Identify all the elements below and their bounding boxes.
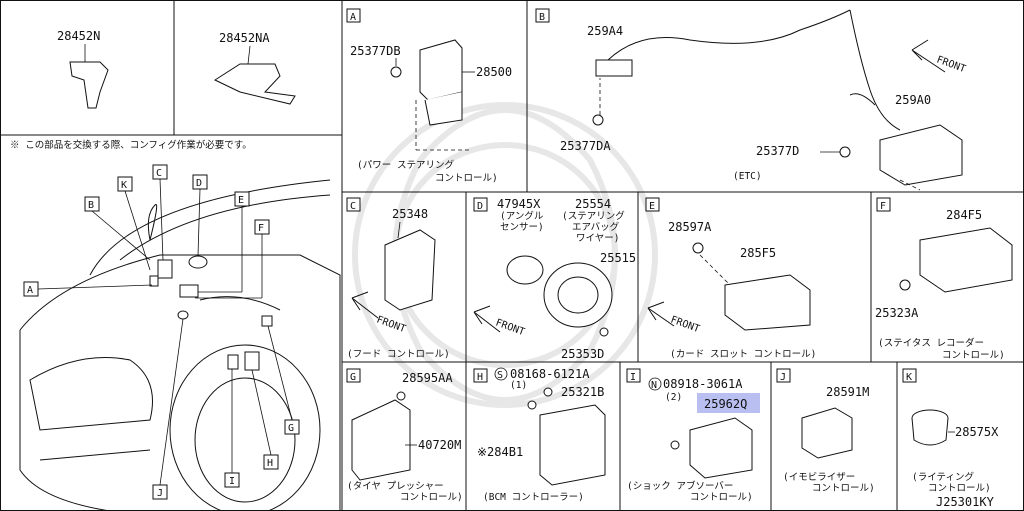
config-note: ※ この部品を交換する際、コンフィグ作業が必要です。 — [10, 139, 252, 151]
svg-text:28500: 28500 — [476, 65, 512, 79]
svg-text:F: F — [880, 201, 886, 212]
svg-text:25962Q: 25962Q — [704, 397, 747, 411]
svg-text:D: D — [477, 201, 483, 212]
svg-text:FRONT: FRONT — [935, 54, 967, 75]
svg-text:(パワー ステアリング: (パワー ステアリング — [357, 159, 454, 171]
svg-text:(カード スロット コントロール): (カード スロット コントロール) — [670, 349, 816, 360]
svg-text:28575X: 28575X — [955, 425, 999, 439]
svg-text:(フード コントロール): (フード コントロール) — [347, 349, 450, 360]
svg-text:(ETC): (ETC) — [733, 171, 762, 182]
svg-text:B: B — [539, 12, 545, 23]
car-callouts: A B C D E F G H I J K — [23, 164, 300, 500]
svg-text:コントロール): コントロール) — [400, 492, 463, 503]
highlight-box — [697, 393, 760, 413]
svg-text:センサー): センサー) — [500, 222, 544, 233]
part-number: 28452N — [57, 29, 100, 43]
svg-text:コントロール): コントロール) — [942, 350, 1005, 361]
svg-text:28591M: 28591M — [826, 385, 869, 399]
svg-text:ワイヤー): ワイヤー) — [576, 233, 619, 244]
panel-28452n: 28452N — [57, 29, 109, 109]
callout-d: D — [196, 178, 202, 189]
svg-text:47945X: 47945X — [497, 197, 541, 211]
svg-text:(BCM コントローラー): (BCM コントローラー) — [483, 492, 584, 503]
panel-b: B 259A4 259A0 25377DA 25377D FRONT (ETC) — [535, 8, 967, 191]
callout-a: A — [27, 285, 33, 296]
svg-text:N: N — [651, 380, 657, 391]
part-number: 28452NA — [219, 31, 270, 45]
svg-text:08168-6121A: 08168-6121A — [510, 367, 590, 381]
panel-g: G 28595AA 40720M (タイヤ プレッシャー コントロール) — [346, 368, 463, 503]
svg-text:285F5: 285F5 — [740, 246, 776, 260]
svg-text:25321B: 25321B — [561, 385, 604, 399]
panel-a: A 25377DB 28500 (パワー ステアリング コントロール) — [346, 8, 512, 184]
svg-text:E: E — [649, 201, 655, 212]
callout-i: I — [229, 476, 235, 487]
svg-text:コントロール): コントロール) — [690, 492, 753, 503]
callout-j: J — [157, 488, 163, 499]
panel-k: K 28575X (ライティング コントロール) — [902, 368, 999, 494]
diagram-code: J25301KY — [936, 495, 995, 509]
panel-e: E 28597A 285F5 FRONT (カード スロット コントロール) — [645, 197, 816, 360]
callout-b: B — [88, 200, 94, 211]
svg-text:H: H — [477, 372, 483, 383]
svg-text:コントロール): コントロール) — [812, 483, 875, 494]
svg-text:S: S — [497, 370, 503, 381]
svg-text:25348: 25348 — [392, 207, 428, 221]
svg-text:(イモビライザー: (イモビライザー — [783, 472, 855, 483]
svg-text:エアバッグ: エアバッグ — [572, 221, 620, 233]
svg-text:25377DA: 25377DA — [560, 139, 611, 153]
svg-text:25377DB: 25377DB — [350, 44, 401, 58]
svg-text:(アングル: (アングル — [500, 210, 544, 222]
svg-text:08918-3061A: 08918-3061A — [663, 377, 743, 391]
svg-text:FRONT: FRONT — [669, 314, 701, 335]
panel-i: I N 08918-3061A (2) 25962Q (ショック アブソーバー … — [626, 368, 760, 503]
bracket-part — [213, 63, 296, 105]
svg-text:(ステアリング: (ステアリング — [562, 210, 625, 222]
bracket-part — [69, 61, 109, 109]
svg-text:G: G — [350, 372, 356, 383]
svg-text:259A4: 259A4 — [587, 24, 623, 38]
svg-text:284F5: 284F5 — [946, 208, 982, 222]
svg-text:※284B1: ※284B1 — [477, 445, 523, 459]
callout-h: H — [267, 458, 273, 469]
svg-text:(ステイタス レコーダー: (ステイタス レコーダー — [878, 337, 984, 349]
svg-text:コントロール): コントロール) — [435, 173, 498, 184]
svg-text:259A0: 259A0 — [895, 93, 931, 107]
panel-28452na: 28452NA — [213, 31, 296, 105]
car-overview — [19, 179, 341, 511]
callout-e: E — [238, 195, 244, 206]
svg-text:FRONT: FRONT — [494, 317, 526, 338]
svg-text:コントロール): コントロール) — [928, 483, 991, 494]
svg-text:A: A — [350, 12, 356, 23]
svg-text:(タイヤ プレッシャー: (タイヤ プレッシャー — [347, 481, 444, 492]
svg-text:25554: 25554 — [575, 197, 611, 211]
svg-text:40720M: 40720M — [418, 438, 461, 452]
svg-text:K: K — [906, 372, 912, 383]
svg-text:25377D: 25377D — [756, 144, 799, 158]
svg-text:(1): (1) — [510, 380, 527, 391]
svg-text:(2): (2) — [665, 392, 682, 403]
svg-text:25353D: 25353D — [561, 347, 604, 361]
svg-text:28597A: 28597A — [668, 220, 712, 234]
panel-j: J 28591M (イモビライザー コントロール) — [776, 368, 875, 494]
panel-f: F 284F5 25323A (ステイタス レコーダー コントロール) — [875, 197, 1013, 361]
svg-text:(ショック アブソーバー: (ショック アブソーバー — [627, 480, 733, 492]
svg-text:J: J — [780, 372, 786, 383]
callout-k: K — [121, 180, 127, 191]
svg-text:C: C — [350, 201, 356, 212]
panel-d: D 47945X (アングル センサー) 25554 (ステアリング エアバッグ… — [473, 197, 636, 361]
svg-text:I: I — [630, 372, 636, 383]
callout-g: G — [288, 423, 294, 434]
callout-c: C — [156, 168, 162, 179]
panel-h: H S 08168-6121A (1) 25321B ※284B1 (BCM コ… — [473, 367, 606, 503]
svg-text:28595AA: 28595AA — [402, 371, 453, 385]
svg-text:25515: 25515 — [600, 251, 636, 265]
svg-text:(ライティング: (ライティング — [912, 471, 974, 483]
callout-f: F — [258, 223, 264, 234]
svg-text:25323A: 25323A — [875, 306, 919, 320]
